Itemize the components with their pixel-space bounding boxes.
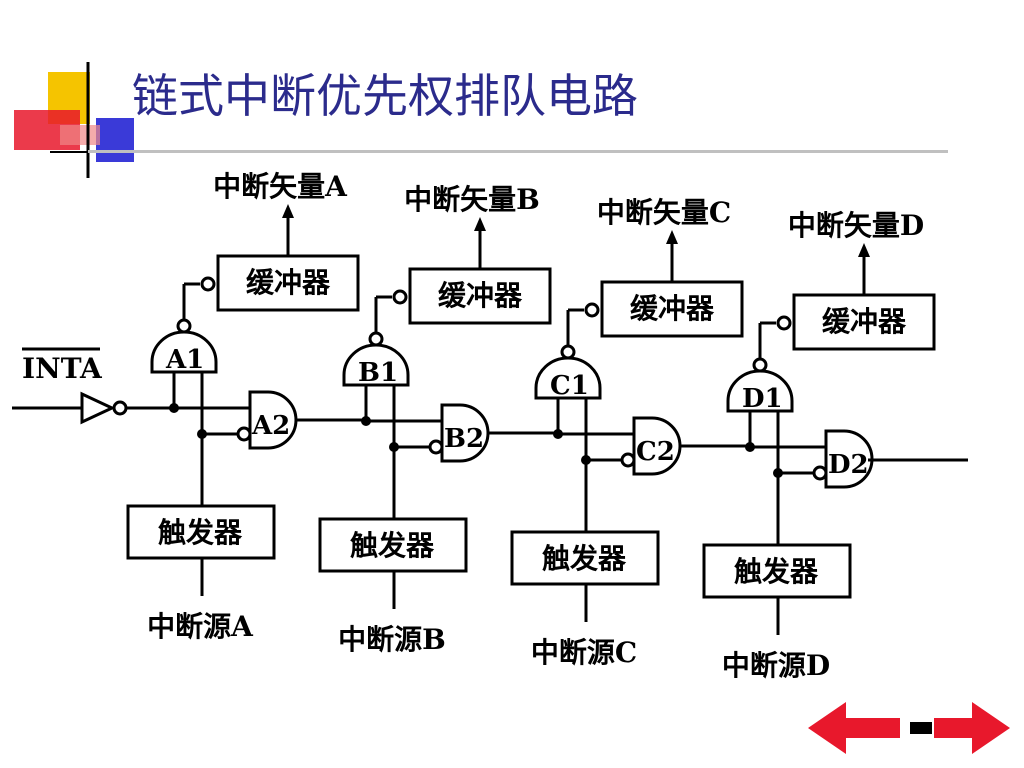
- page-title: 链式中断优先权排队电路: [132, 69, 638, 123]
- junction-dot: [361, 416, 371, 426]
- stage-a-trigger-box: [126, 504, 276, 560]
- stage-d-vector-arrow: [858, 243, 870, 257]
- stage-a-vector-arrow: [282, 204, 294, 218]
- stage-c-vector-label: 中断矢量C: [597, 196, 731, 229]
- stage-d-vector-label: 中断矢量D: [788, 209, 924, 242]
- stage-b-nand-bubble: [368, 331, 384, 347]
- stage-c-source-label: 中断源C: [531, 636, 637, 669]
- stage-a-and-gate: [248, 390, 298, 450]
- slide-logo: [14, 62, 140, 178]
- stage-b-source-label: 中断源B: [338, 623, 446, 656]
- nav-separator: [910, 722, 932, 734]
- junction-dot: [745, 442, 755, 452]
- stage-d-and-bubble: [812, 465, 828, 481]
- stage-b-buffer-label: 缓冲器: [438, 279, 523, 312]
- stage-d-nand-label: D1: [742, 384, 783, 414]
- stage-d-buffer-bubble: [776, 315, 792, 331]
- stage-a-buffer-label: 缓冲器: [246, 266, 331, 299]
- stage-a-nand-label: A1: [165, 345, 204, 375]
- stage-c-nand-label: C1: [550, 371, 589, 401]
- stage-c-buffer-bubble: [584, 302, 600, 318]
- inta-label: INTA: [22, 352, 103, 385]
- stage-b-trigger-label: 触发器: [350, 529, 435, 562]
- stage-b-buffer-bubble: [392, 289, 408, 305]
- stage-b-nand-label: B1: [358, 358, 398, 388]
- stage-c-trigger-box: [510, 530, 660, 586]
- stage-c-nand-bubble: [560, 344, 576, 360]
- junction-dot: [169, 403, 179, 413]
- stage-d-trigger-label: 触发器: [734, 555, 819, 588]
- stage-c-buffer-box: [600, 280, 744, 338]
- stage-a-source-label: 中断源A: [147, 610, 254, 643]
- stage-b-and-bubble: [428, 439, 444, 455]
- stage-a-and-bubble: [236, 426, 252, 442]
- stage-c-buffer-label: 缓冲器: [630, 292, 715, 325]
- stage-c-vector-arrow: [666, 230, 678, 244]
- stage-a-vector-label: 中断矢量A: [213, 170, 348, 203]
- arrow-left-icon: [808, 702, 900, 754]
- stage-a-buffer-bubble: [200, 276, 216, 292]
- stage-d-source-label: 中断源D: [722, 649, 830, 682]
- stage-b-vector-label: 中断矢量B: [404, 183, 540, 216]
- stage-a-nand-bubble: [176, 318, 192, 334]
- title-rule: [88, 150, 948, 153]
- stage-a-trigger-label: 触发器: [158, 516, 243, 549]
- inverter-gate: [80, 391, 116, 425]
- forward-button[interactable]: [934, 702, 1010, 754]
- stage-a-buffer-box: [216, 254, 360, 312]
- stage-b-and-gate: [440, 403, 490, 463]
- stage-d-buffer-label: 缓冲器: [822, 305, 907, 338]
- stage-c-trigger-label: 触发器: [542, 542, 627, 575]
- stage-c-and-bubble: [620, 452, 636, 468]
- stage-d-nand-bubble: [752, 357, 768, 373]
- junction-dot: [553, 429, 563, 439]
- stage-d-and-label: D2: [828, 450, 869, 480]
- stage-a-and-label: A2: [251, 411, 290, 441]
- arrow-right-icon: [934, 702, 1010, 754]
- stage-c-and-gate: [632, 416, 682, 476]
- stage-c-and-label: C2: [636, 437, 675, 467]
- stage-d-buffer-box: [792, 293, 936, 351]
- stage-d-trigger-box: [702, 543, 852, 599]
- stage-b-vector-arrow: [474, 217, 486, 231]
- stage-b-buffer-box: [408, 267, 552, 325]
- stage-b-and-label: B2: [444, 424, 484, 454]
- back-button[interactable]: [808, 702, 900, 754]
